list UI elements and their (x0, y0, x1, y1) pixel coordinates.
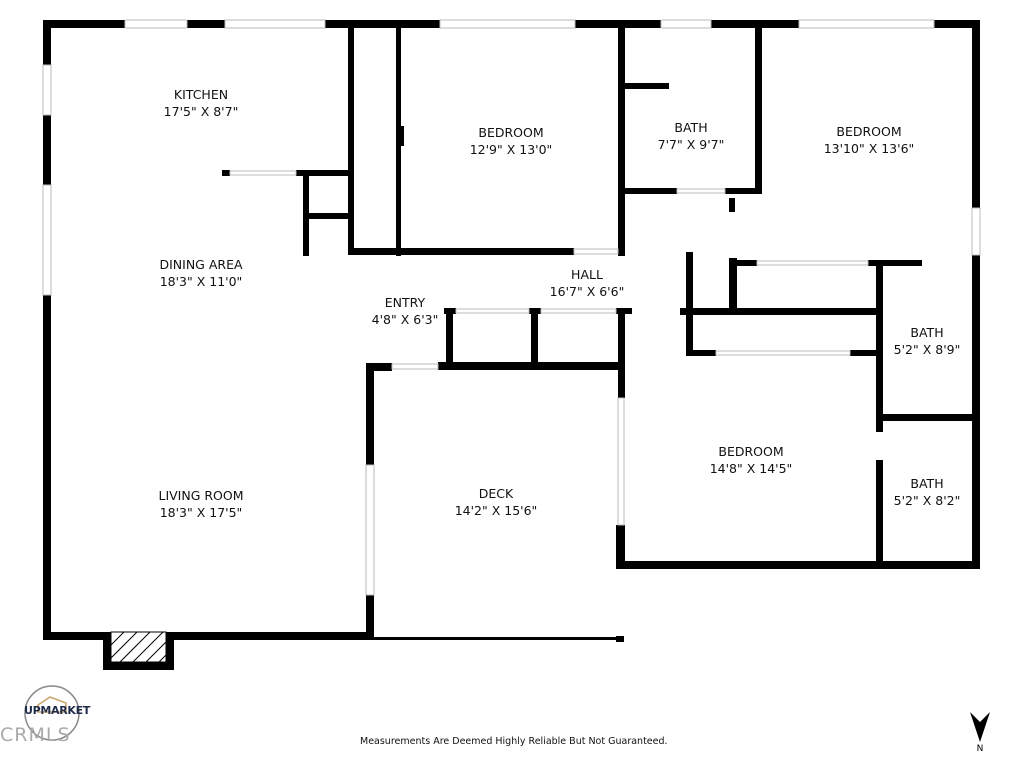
room-label: DINING AREA 18'3" X 11'0" (159, 256, 242, 290)
windows (42, 19, 981, 596)
room-size: 18'3" X 11'0" (159, 274, 243, 289)
logo-badge (24, 685, 80, 741)
room-label: ENTRY 4'8" X 6'3" (372, 294, 439, 328)
walls (43, 20, 980, 670)
room-size: 4'8" X 6'3" (371, 312, 439, 327)
room-size: 5'2" X 8'9" (893, 342, 961, 357)
room-name: HALL (571, 267, 603, 282)
room-name: BEDROOM (718, 444, 784, 459)
room-label: BEDROOM 14'8" X 14'5" (710, 443, 793, 477)
room-size: 17'5" X 8'7" (163, 104, 239, 119)
watermark: CRMLS (0, 724, 71, 746)
room-label: BEDROOM 12'9" X 13'0" (470, 124, 553, 158)
compass-label: N (976, 744, 984, 754)
room-name: BEDROOM (478, 125, 544, 140)
room-name: BATH (910, 476, 944, 491)
room-name: DINING AREA (159, 257, 243, 272)
room-name: DECK (478, 486, 514, 501)
room-size: 16'7" X 6'6" (549, 284, 625, 299)
room-size: 12'9" X 13'0" (469, 142, 553, 157)
room-size: 14'2" X 15'6" (454, 503, 538, 518)
room-label: DECK 14'2" X 15'6" (455, 485, 538, 519)
room-label: KITCHEN 17'5" X 8'7" (164, 86, 239, 120)
room-name: BEDROOM (836, 124, 902, 139)
room-name: BATH (910, 325, 944, 340)
room-size: 13'10" X 13'6" (823, 141, 915, 156)
disclaimer: Measurements Are Deemed Highly Reliable … (360, 736, 668, 747)
room-label: BATH 5'2" X 8'2" (894, 475, 961, 509)
room-name: KITCHEN (173, 87, 229, 102)
room-size: 18'3" X 17'5" (159, 505, 243, 520)
room-label: BEDROOM 13'10" X 13'6" (824, 123, 915, 157)
room-label: BATH 5'2" X 8'9" (894, 324, 961, 358)
room-label: BATH 7'7" X 9'7" (658, 119, 725, 153)
room-name: LIVING ROOM (158, 488, 244, 503)
room-size: 5'2" X 8'2" (893, 493, 961, 508)
fireplace-hatch (110, 631, 167, 663)
room-size: 14'8" X 14'5" (709, 461, 793, 476)
logo-text: UPMARKET (24, 704, 91, 717)
room-name: BATH (674, 120, 708, 135)
room-size: 7'7" X 9'7" (657, 137, 725, 152)
room-label: HALL 16'7" X 6'6" (550, 266, 625, 300)
room-label: LIVING ROOM 18'3" X 17'5" (158, 487, 243, 521)
room-name: ENTRY (384, 295, 426, 310)
north-arrow-icon (970, 712, 990, 742)
